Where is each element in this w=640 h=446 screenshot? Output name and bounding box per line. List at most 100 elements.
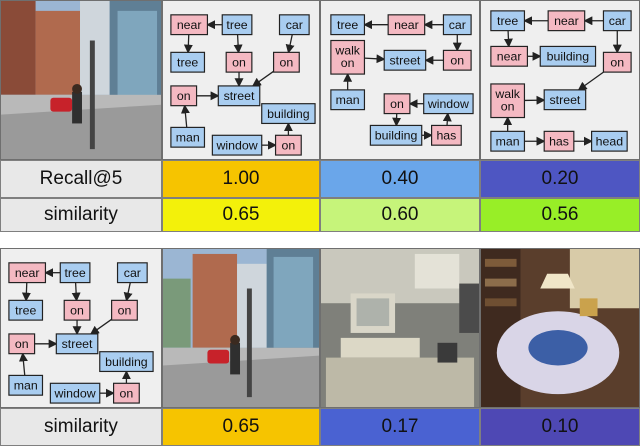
graph-node-building: building — [369, 124, 423, 146]
retrieved-street-photo — [162, 248, 320, 408]
svg-text:walk: walk — [494, 87, 520, 101]
svg-text:man: man — [496, 135, 520, 149]
svg-text:street: street — [224, 89, 255, 103]
svg-text:man: man — [336, 93, 360, 107]
graph-node-building: building — [261, 103, 316, 125]
graph-node-tree2: tree — [8, 299, 44, 321]
svg-text:near: near — [394, 18, 419, 32]
svg-text:street: street — [62, 337, 93, 351]
query-street-photo — [0, 0, 162, 160]
graph-edge — [123, 282, 133, 302]
graph-node-tree: tree — [330, 14, 366, 36]
graph-node-near: near — [8, 262, 47, 284]
similarity-value-top-2: 0.60 — [320, 198, 480, 232]
svg-text:on: on — [341, 56, 355, 70]
similarity-value-bottom-2: 0.17 — [320, 408, 480, 446]
svg-text:car: car — [609, 14, 626, 28]
recall-value-3: 0.20 — [480, 160, 640, 198]
svg-text:tree: tree — [64, 266, 85, 280]
retrieved-office-photo — [320, 248, 480, 408]
svg-text:on: on — [118, 304, 132, 318]
graph-node-on2: on — [383, 93, 411, 115]
graph-node-man: man — [8, 374, 44, 396]
svg-text:tree: tree — [177, 56, 198, 70]
graph-node-near: near — [387, 14, 426, 36]
graph-node-on2: on — [272, 51, 300, 73]
graph-edge — [442, 112, 452, 126]
graph-node-building: building — [539, 45, 597, 67]
svg-text:window: window — [215, 139, 257, 153]
svg-text:walk: walk — [334, 43, 360, 57]
svg-text:on: on — [232, 56, 246, 70]
recall-value-1: 1.00 — [162, 160, 320, 198]
graph-node-street: street — [55, 333, 99, 355]
recall-row-label: Recall@5 — [0, 160, 162, 198]
retrieved-livingroom-photo — [480, 248, 640, 408]
svg-text:tree: tree — [497, 14, 518, 28]
graph-node-tree: tree — [221, 14, 253, 36]
svg-text:on: on — [70, 304, 84, 318]
svg-text:window: window — [427, 97, 469, 111]
graph-node-car: car — [116, 262, 148, 284]
graph-node-tree: tree — [59, 262, 91, 284]
graph-node-tree2: tree — [170, 51, 206, 73]
svg-text:on: on — [120, 387, 134, 401]
svg-text:on: on — [501, 100, 515, 114]
graph-edge — [577, 71, 604, 91]
svg-text:head: head — [596, 135, 624, 149]
svg-text:on: on — [177, 89, 191, 103]
svg-text:street: street — [390, 54, 421, 68]
graph-node-man: man — [490, 130, 526, 152]
graph-node-car: car — [278, 14, 310, 36]
graph-edge — [233, 34, 243, 54]
svg-text:building: building — [375, 129, 418, 143]
graph-node-has: has — [543, 130, 575, 152]
similarity-row-label-bottom: similarity — [0, 408, 162, 446]
svg-text:car: car — [124, 266, 141, 280]
graph-node-window: window — [49, 382, 101, 404]
svg-text:on: on — [390, 97, 404, 111]
svg-text:on: on — [280, 56, 294, 70]
graph-edge — [71, 282, 81, 302]
graph-node-head: head — [591, 130, 628, 152]
svg-text:near: near — [497, 50, 522, 64]
graph-node-tree: tree — [490, 10, 526, 32]
recall-value-2: 0.40 — [320, 160, 480, 198]
scene-graph-1: near tree car tree on on on street building man wi… — [162, 0, 320, 160]
similarity-row-label-top: similarity — [0, 198, 162, 232]
graph-node-window: window — [211, 134, 263, 156]
graph-edge — [18, 352, 28, 376]
graph-node-on3: on — [8, 333, 36, 355]
svg-text:street: street — [550, 93, 581, 107]
svg-text:tree: tree — [337, 18, 358, 32]
graph-node-near2: near — [490, 45, 529, 67]
graph-node-man: man — [170, 126, 206, 148]
svg-text:has: has — [549, 135, 569, 149]
graph-node-car: car — [442, 14, 472, 36]
graph-node-on1: on — [63, 299, 91, 321]
svg-text:has: has — [436, 129, 456, 143]
svg-text:building: building — [267, 107, 310, 121]
graph-node-car: car — [602, 10, 632, 32]
svg-text:near: near — [15, 266, 40, 280]
svg-text:man: man — [176, 131, 200, 145]
graph-node-on: on — [602, 51, 632, 73]
graph-node-street: street — [217, 85, 261, 107]
graph-node-on4: on — [274, 134, 302, 156]
svg-text:near: near — [177, 18, 202, 32]
svg-text:window: window — [54, 387, 96, 401]
graph-edge — [251, 70, 274, 87]
graph-edge — [503, 30, 513, 48]
graph-node-on: on — [442, 49, 472, 71]
graph-node-near: near — [170, 14, 209, 36]
graph-node-window: window — [423, 93, 474, 115]
graph-node-on3: on — [170, 85, 198, 107]
svg-text:near: near — [554, 14, 579, 28]
svg-text:on: on — [282, 139, 296, 153]
graph-edge — [183, 34, 193, 54]
